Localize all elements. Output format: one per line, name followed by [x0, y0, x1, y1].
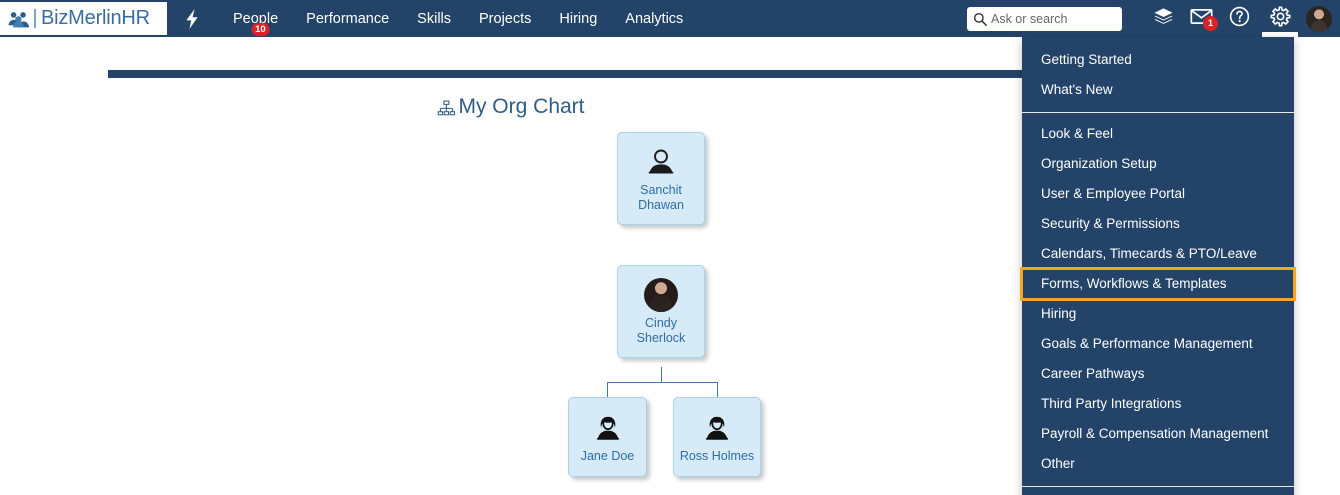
search-input[interactable]: [991, 11, 1111, 26]
logo-divider: [34, 9, 36, 28]
primary-nav: People 10 Performance Skills Projects Hi…: [219, 11, 697, 36]
female-silhouette-icon: [591, 411, 625, 445]
nav-link-label: Hiring: [559, 10, 598, 27]
top-navbar: BizMerlinHR People 10 Performance Skills…: [0, 0, 1340, 37]
layers-icon: [1153, 7, 1174, 31]
nav-link-label: Analytics: [625, 10, 684, 27]
page-title: My Org Chart: [0, 95, 1022, 119]
org-node-sanchit-dhawan[interactable]: Sanchit Dhawan: [617, 132, 705, 225]
org-node-name-line1: Sanchit: [640, 182, 682, 197]
outline-person-icon: [644, 145, 678, 179]
menu-item-goals-and-performance-management[interactable]: Goals & Performance Management: [1041, 336, 1253, 351]
messages-button[interactable]: 1: [1182, 0, 1220, 37]
nav-link-hiring[interactable]: Hiring: [545, 11, 611, 27]
org-node-name-line2: Dhawan: [638, 197, 684, 212]
org-chart: Sanchit Dhawan Cindy Sherlock: [0, 37, 1022, 495]
menu-item-whats-new[interactable]: What's New: [1041, 82, 1113, 97]
settings-dropdown-menu: Getting Started What's New Look & Feel O…: [1020, 37, 1296, 495]
connector-to-ross: [717, 382, 718, 410]
menu-item-forms-workflows-templates[interactable]: Forms, Workflows & Templates: [1020, 267, 1296, 301]
org-node-jane-doe[interactable]: Jane Doe: [568, 397, 647, 477]
connector-horizontal-children: [607, 382, 718, 383]
navbar-right-group: 1: [967, 0, 1340, 37]
settings-button[interactable]: [1258, 0, 1302, 37]
connector-to-jane: [607, 382, 608, 410]
nav-link-performance[interactable]: Performance: [292, 11, 403, 27]
brand-logo[interactable]: BizMerlinHR: [0, 2, 167, 35]
menu-item-hiring[interactable]: Hiring: [1041, 306, 1077, 321]
nav-link-label: Performance: [306, 10, 390, 27]
sitemap-icon: [437, 99, 456, 118]
messages-badge: 1: [1203, 16, 1218, 31]
page-title-text: My Org Chart: [458, 95, 585, 118]
nav-link-skills[interactable]: Skills: [403, 11, 465, 27]
nav-link-analytics[interactable]: Analytics: [611, 11, 697, 27]
people-group-icon: [7, 10, 31, 28]
menu-item-third-party-integrations[interactable]: Third Party Integrations: [1041, 396, 1182, 411]
menu-item-calendars-timecards-pto-leave[interactable]: Calendars, Timecards & PTO/Leave: [1041, 246, 1257, 261]
org-node-name-line1: Cindy: [645, 315, 677, 330]
nav-link-label: Projects: [479, 10, 532, 27]
section-divider-bar: [108, 70, 1022, 78]
org-node-name-line1: Jane Doe: [580, 448, 635, 463]
menu-item-security-and-permissions[interactable]: Security & Permissions: [1041, 216, 1180, 231]
brand-name: BizMerlinHR: [41, 7, 150, 29]
menu-item-other[interactable]: Other: [1041, 456, 1075, 471]
node-avatar-photo: [644, 277, 678, 312]
menu-divider: [1022, 112, 1294, 113]
menu-item-career-pathways[interactable]: Career Pathways: [1041, 366, 1145, 381]
menu-item-user-and-employee-portal[interactable]: User & Employee Portal: [1041, 186, 1186, 201]
menu-item-look-and-feel[interactable]: Look & Feel: [1041, 126, 1114, 141]
nav-badge-people: 10: [251, 22, 270, 36]
lightning-bolt-icon[interactable]: [183, 8, 201, 29]
search-box[interactable]: [967, 6, 1122, 31]
female-silhouette-icon: [700, 411, 734, 445]
connector-cindy-to-split: [661, 367, 662, 383]
nav-link-projects[interactable]: Projects: [465, 11, 545, 27]
search-icon: [973, 12, 987, 26]
menu-item-organization-setup[interactable]: Organization Setup: [1041, 156, 1157, 171]
menu-divider: [1022, 486, 1294, 487]
menu-item-payroll-and-compensation-management[interactable]: Payroll & Compensation Management: [1041, 426, 1269, 441]
layers-button[interactable]: [1144, 0, 1182, 37]
help-circle-icon: [1229, 6, 1250, 32]
org-node-name-line2: Sherlock: [636, 330, 686, 345]
menu-item-getting-started[interactable]: Getting Started: [1041, 52, 1132, 67]
nav-link-label: Skills: [417, 10, 452, 27]
org-node-ross-holmes[interactable]: Ross Holmes: [673, 397, 761, 477]
org-node-cindy-sherlock[interactable]: Cindy Sherlock: [617, 265, 705, 358]
nav-link-people[interactable]: People 10: [219, 11, 292, 36]
avatar[interactable]: [1306, 5, 1332, 32]
org-node-name-line1: Ross Holmes: [679, 448, 755, 463]
help-button[interactable]: [1220, 0, 1258, 37]
gear-icon: [1269, 5, 1292, 33]
settings-active-indicator: [1262, 32, 1298, 37]
